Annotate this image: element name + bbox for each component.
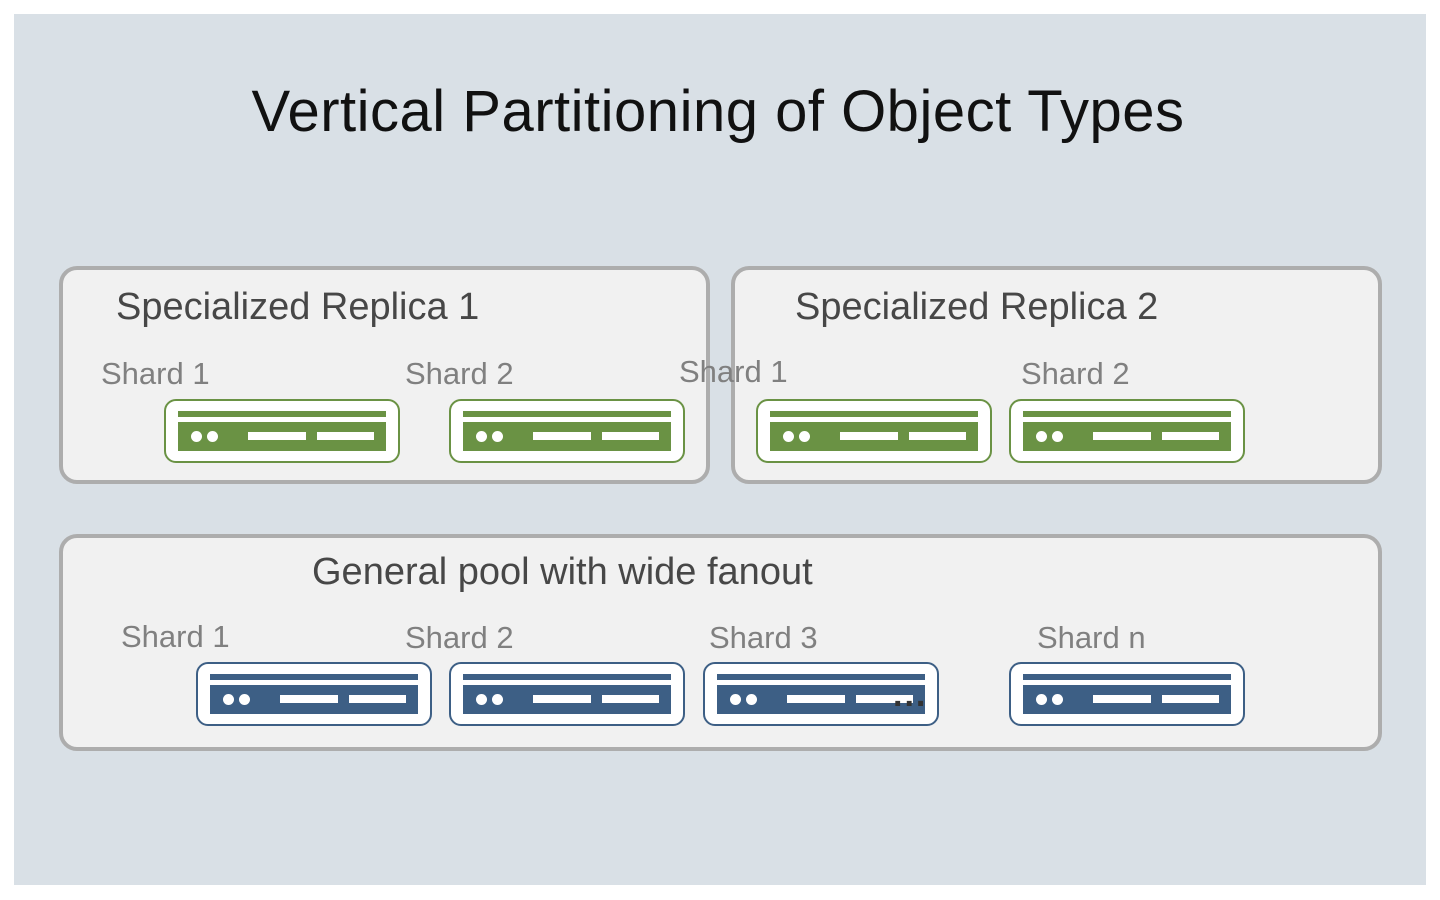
replica-1-shard-2-label: Shard 2 bbox=[405, 356, 514, 391]
ellipsis: ... bbox=[893, 676, 928, 714]
replica-1-shard-1-server-icon bbox=[164, 399, 400, 463]
diagram-title: Vertical Partitioning of Object Types bbox=[251, 79, 1185, 144]
general-pool-title: General pool with wide fanout bbox=[312, 551, 813, 593]
general-shard-n-label: Shard n bbox=[1037, 620, 1146, 655]
replica-1-title: Specialized Replica 1 bbox=[116, 286, 480, 328]
replica-2-shard-1-label: Shard 1 bbox=[679, 354, 788, 389]
general-shard-1-server-icon bbox=[196, 662, 432, 726]
general-shard-2-label: Shard 2 bbox=[405, 620, 514, 655]
general-shard-1-label: Shard 1 bbox=[121, 619, 230, 654]
general-shard-3-server-icon bbox=[703, 662, 939, 726]
replica-2-shard-2-label: Shard 2 bbox=[1021, 356, 1130, 391]
replica-1-shard-2-server-icon bbox=[449, 399, 685, 463]
general-shard-n-server-icon bbox=[1009, 662, 1245, 726]
replica-2-shard-1-server-icon bbox=[756, 399, 992, 463]
replica-2-title: Specialized Replica 2 bbox=[795, 286, 1159, 328]
replica-1-shard-1-label: Shard 1 bbox=[101, 356, 210, 391]
replica-2-shard-2-server-icon bbox=[1009, 399, 1245, 463]
general-shard-3-label: Shard 3 bbox=[709, 620, 818, 655]
general-shard-2-server-icon bbox=[449, 662, 685, 726]
